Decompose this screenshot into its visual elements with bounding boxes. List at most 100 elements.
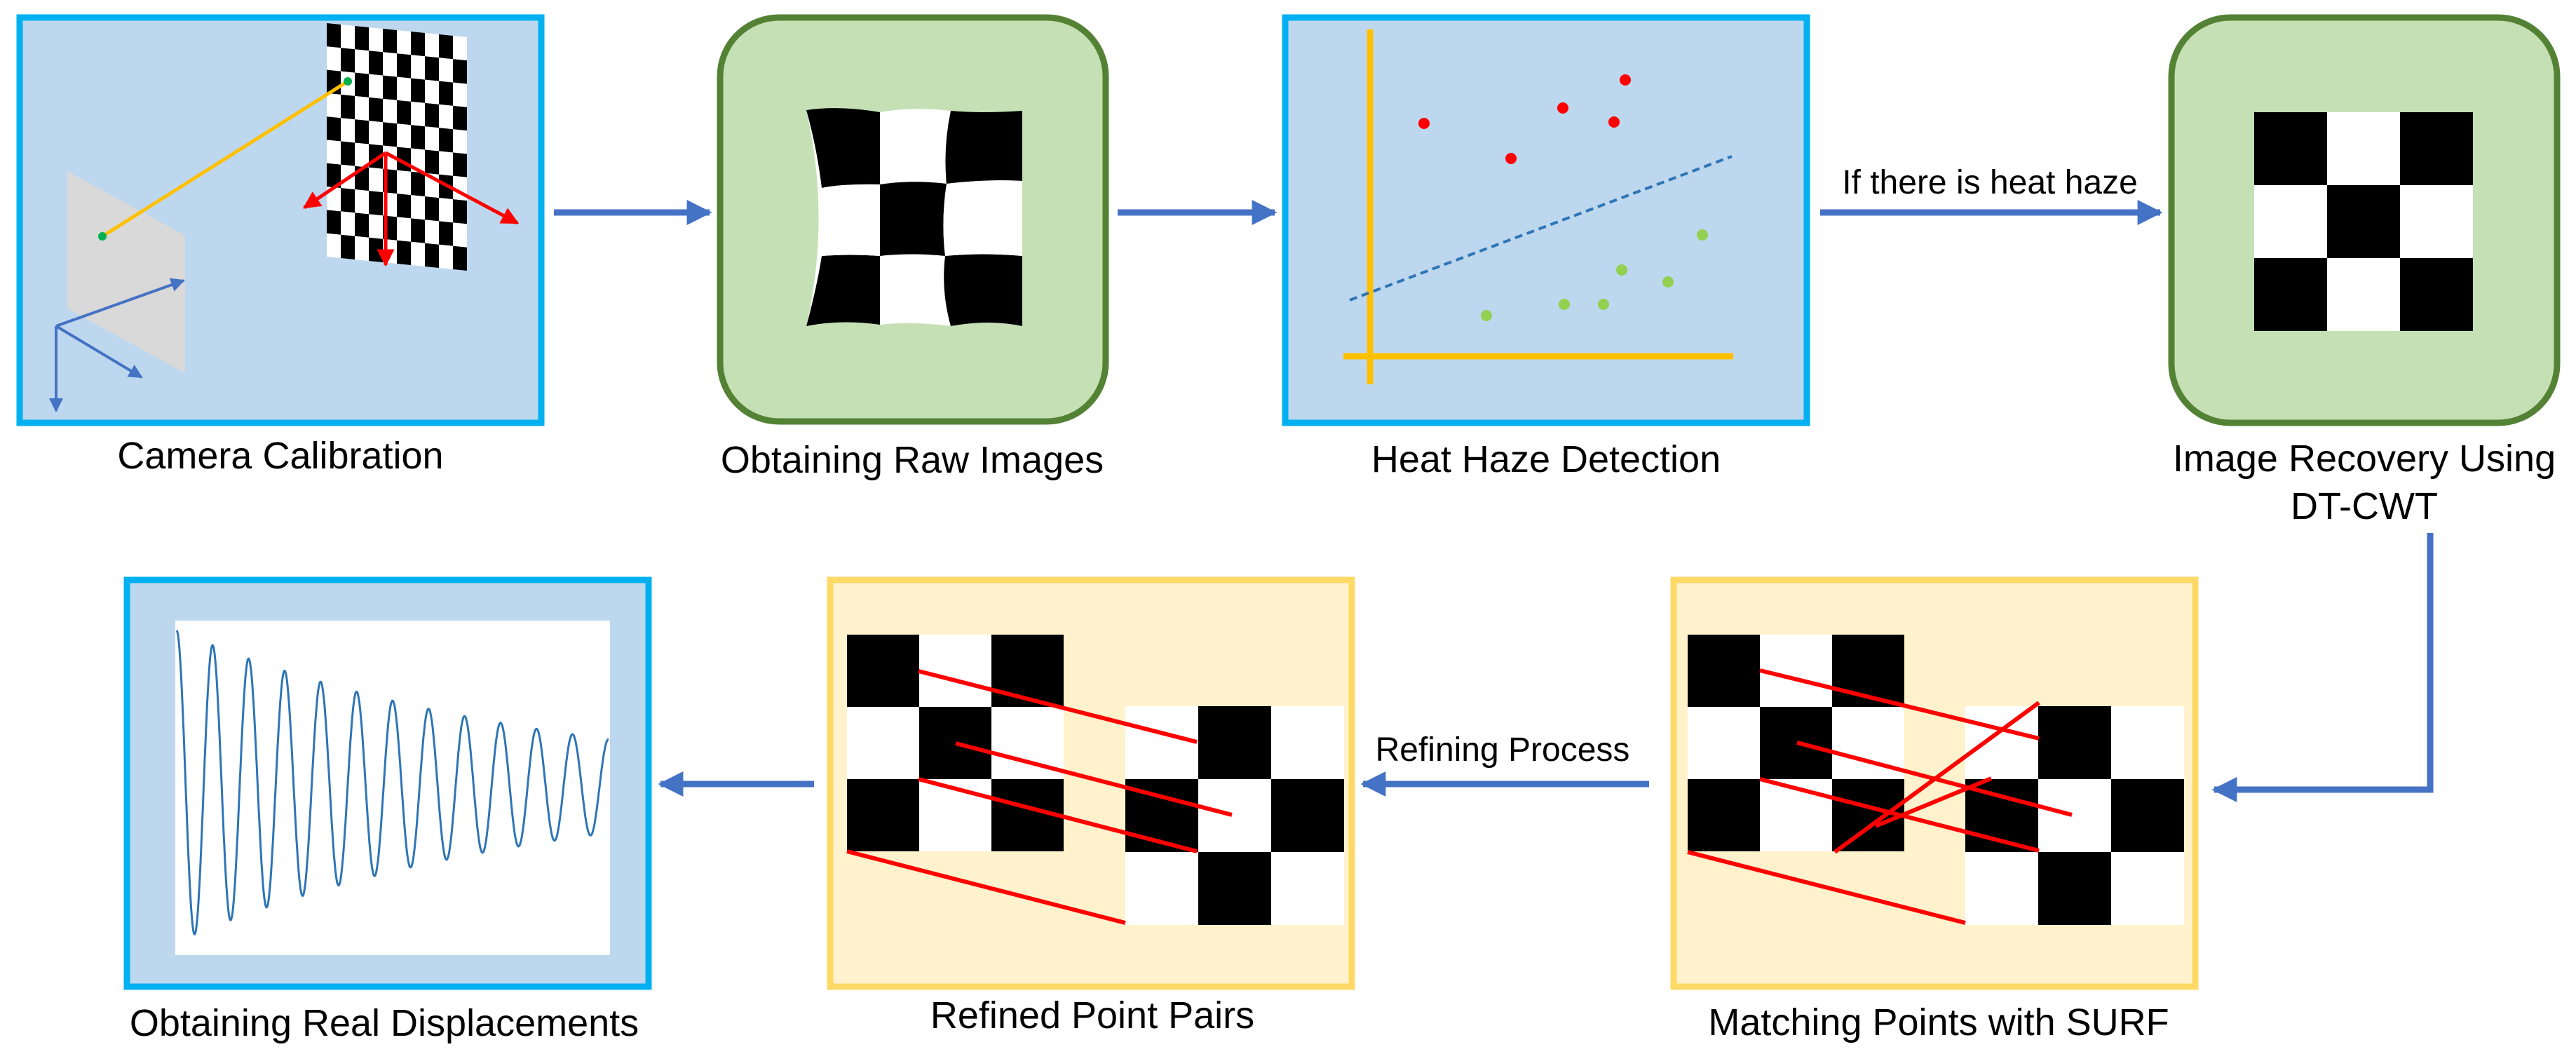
image-recovery-node: Image Recovery Using DT-CWT [2168,14,2561,527]
checker-cell [397,123,411,149]
checker-cell [425,79,439,104]
checker-cell [397,194,411,219]
checker-cell [2038,706,2111,779]
checker-cell [439,198,453,223]
checker-cell [355,72,369,97]
checker-cell [411,171,425,197]
checker-cell [411,78,425,103]
checker-cell [2327,112,2400,185]
checker-cell [341,234,355,259]
checker-cell [355,95,369,121]
displacement-signal [175,630,609,936]
checker-cell [327,210,341,235]
checker-cell [397,170,411,196]
checker-cell [425,149,439,175]
surf-match-lines [1687,668,2073,925]
checker-cell [425,126,439,151]
checker-cell [453,36,467,61]
checker-cell [341,141,355,166]
distorted-checkerboard [806,108,1022,326]
checker-cell [1965,852,2038,925]
real-displacements-label: Obtaining Real Displacements [130,1002,639,1044]
matching-points-node: Matching Points with SURF [1670,576,2199,1043]
camera-calibration-label: Camera Calibration [117,435,443,477]
refined-checkerboard-left [847,635,1064,851]
checker-cell [411,125,425,150]
checker-cell [439,128,453,153]
checker-cell [2400,112,2473,185]
checker-cell [1271,706,1344,779]
checker-cell [1198,706,1271,779]
checker-cell [397,76,411,102]
checker-cell [355,49,369,74]
checker-cell [453,222,467,248]
checker-cell [2254,258,2327,331]
checker-cell [1760,707,1832,779]
checker-cell [919,779,991,851]
plane-axis-x [55,278,185,327]
checker-cell [355,189,369,215]
checker-cell [341,188,355,213]
checker-cell [2254,185,2327,258]
checker-cell [1965,706,2038,779]
checker-cell [397,240,411,265]
checker-cell [369,97,383,123]
checker-cell [341,25,355,50]
heat-haze-detection-panel [1282,14,1810,426]
checker-cell [847,779,919,851]
checker-cell [355,119,369,144]
checker-cell [453,129,467,154]
checker-cell [425,102,439,128]
checker-cell [1760,779,1832,851]
checker-cell [397,30,411,55]
checker-cell [425,219,439,245]
clear-points [1481,229,1708,321]
image-point [98,232,107,241]
checker-cell [327,46,341,72]
checker-cell [439,244,453,269]
checker-cell [383,52,397,77]
checker-cell [397,53,411,79]
checker-cell [411,32,425,57]
image-plane [67,171,185,373]
checker-cell [383,98,397,124]
world-point [344,77,352,86]
refining-process-label: Refining Process [1376,731,1630,769]
checker-cell [453,152,467,177]
real-displacements-node: Obtaining Real Displacements [123,576,652,1044]
checker-cell [453,82,467,107]
checker-cell [425,56,439,81]
checker-cell [411,218,425,243]
refined-pairs-node: Refined Point Pairs [827,576,1355,1036]
matching-checkerboard-right [1965,706,2184,925]
checker-cell [1271,779,1344,852]
checker-cell [327,163,341,189]
world-axis-y [302,151,387,210]
checker-cell [2111,706,2184,779]
checker-cell [327,93,341,119]
checker-cell [453,105,467,131]
image-recovery-label-line1: Image Recovery Using [2173,438,2556,480]
checker-cell [1688,707,1760,779]
checker-cell [1688,635,1760,707]
hazy-points [1418,74,1631,164]
checker-cell [355,142,369,168]
checker-cell [369,167,383,193]
checker-cell [369,50,383,76]
checker-cell [991,635,1064,707]
image-recovery-label-line2: DT-CWT [2291,485,2438,527]
checker-cell [439,81,453,106]
checker-cell [341,48,355,73]
checker-cell [2327,185,2400,258]
checker-cell [2111,779,2184,852]
checker-cell [2038,779,2111,852]
checker-cell [2254,112,2327,185]
checker-cell [453,59,467,84]
checker-cell [355,236,369,261]
checker-cell [341,211,355,236]
checker-cell [369,74,383,99]
checker-cell [341,118,355,143]
checker-cell [2111,852,2184,925]
heat-haze-condition-label: If there is heat haze [1842,164,2138,201]
